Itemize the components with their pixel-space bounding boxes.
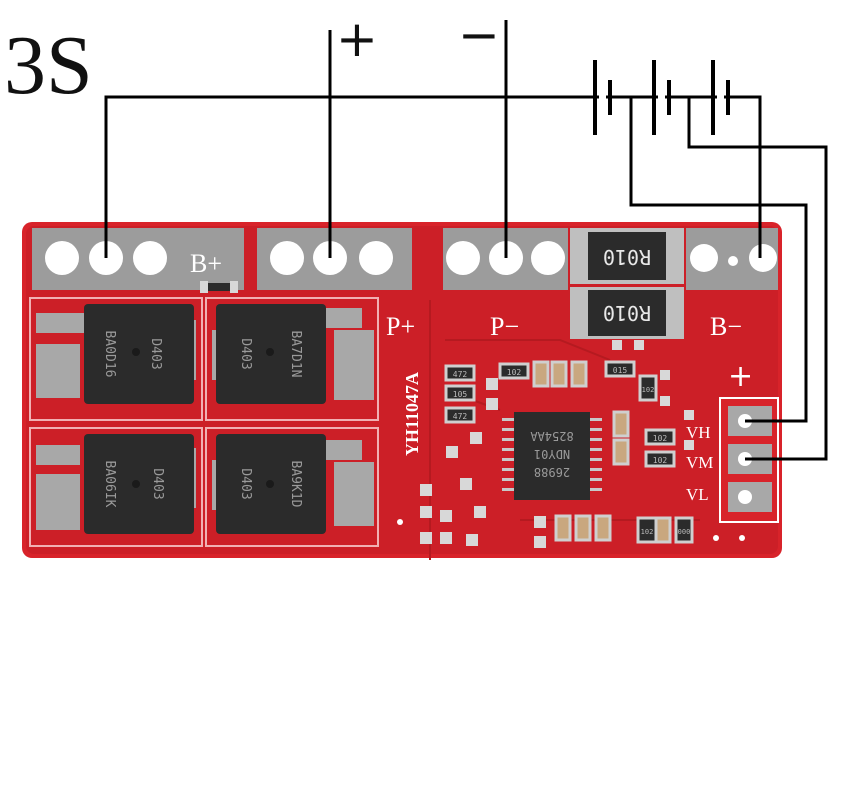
- svg-text:102: 102: [653, 456, 668, 465]
- svg-text:472: 472: [453, 412, 468, 421]
- pad-hole: [133, 241, 167, 275]
- pcb-board: B+ P+ P− B− + R010 R010: [22, 222, 782, 560]
- mosfet: D403 BA7D1N: [212, 304, 374, 404]
- pad-hole: [728, 256, 738, 266]
- smd-resistor: 105: [444, 384, 476, 402]
- pad-hole: [690, 244, 718, 272]
- svg-text:472: 472: [453, 370, 468, 379]
- shunt-resistor: R010: [570, 287, 684, 339]
- smd-resistor: 472: [444, 364, 476, 382]
- svg-text:102: 102: [641, 528, 654, 536]
- smd-resistor: 102: [644, 428, 676, 446]
- label-p-plus: P+: [386, 312, 415, 341]
- label-b-plus: B+: [190, 249, 222, 278]
- smd-resistor: 015: [604, 360, 636, 378]
- svg-text:105: 105: [453, 390, 468, 399]
- label-vl: VL: [686, 485, 709, 504]
- svg-text:102: 102: [653, 434, 668, 443]
- pad-holes: [45, 241, 777, 275]
- mosfet-marking-top: D403: [148, 338, 163, 369]
- smd-parts: 472 105 472 102 015 102 102 102 102 000: [200, 281, 745, 548]
- ic-marking-line3: 26988: [534, 465, 570, 479]
- shunt-resistor-marking: R010: [603, 245, 651, 269]
- pad-hole: [749, 244, 777, 272]
- plus-terminal-sign: +: [336, 10, 378, 68]
- battery-pack-symbol: [593, 60, 730, 135]
- mosfet: D403 BA9K1D: [212, 434, 374, 534]
- mosfet-marking-bottom: BA06IK: [102, 461, 117, 508]
- mosfet-marking-bottom: BA7D1N: [288, 331, 303, 378]
- label-vm: VM: [686, 453, 713, 472]
- smd-resistor: 102: [498, 362, 530, 380]
- mosfet-marking-bottom: BA9K1D: [288, 461, 303, 508]
- minus-terminal-sign: −: [458, 6, 500, 64]
- smd-resistor: 102: [636, 516, 658, 544]
- mosfet: D403 BA0D16: [36, 304, 196, 404]
- pad-hole: [531, 241, 565, 275]
- label-p-minus: P−: [490, 312, 519, 341]
- svg-text:000: 000: [678, 528, 691, 536]
- ic-marking-line1: 8254AA: [530, 429, 574, 443]
- svg-text:102: 102: [642, 386, 655, 394]
- pad-hole: [359, 241, 393, 275]
- ic-marking-line2: NDY01: [534, 447, 570, 461]
- wiring: [104, 20, 828, 461]
- label-vh: VH: [686, 423, 711, 442]
- wire-vm: [687, 97, 828, 461]
- mosfet-outlines: [29, 297, 379, 547]
- smd-resistor: 102: [644, 450, 676, 468]
- wire-vh: [629, 97, 808, 423]
- control-ic: 8254AA NDY01 26988: [502, 412, 602, 500]
- diagram-title: 3S: [4, 19, 93, 112]
- mosfet-marking-bottom: BA0D16: [102, 331, 117, 378]
- smd-resistor: 000: [674, 516, 694, 544]
- mosfet: D403 BA06IK: [36, 434, 196, 534]
- shunt-resistor: R010: [570, 228, 684, 284]
- smd-resistor: 102: [638, 374, 658, 402]
- svg-text:015: 015: [613, 366, 628, 375]
- mosfet-marking-top: D403: [150, 468, 165, 499]
- board-model-label: YH11047A: [402, 372, 422, 456]
- pad-hole: [270, 241, 304, 275]
- smd-resistor: 472: [444, 406, 476, 424]
- wire-b-plus-to-b-minus: [104, 95, 762, 258]
- mosfet-marking-top: D403: [238, 338, 253, 369]
- label-connector-plus: +: [728, 359, 753, 394]
- label-b-minus: B−: [710, 312, 742, 341]
- pad-hole: [45, 241, 79, 275]
- svg-text:102: 102: [507, 368, 522, 377]
- mosfet-marking-top: D403: [238, 468, 253, 499]
- pad-hole: [446, 241, 480, 275]
- shunt-resistor-marking: R010: [603, 301, 651, 325]
